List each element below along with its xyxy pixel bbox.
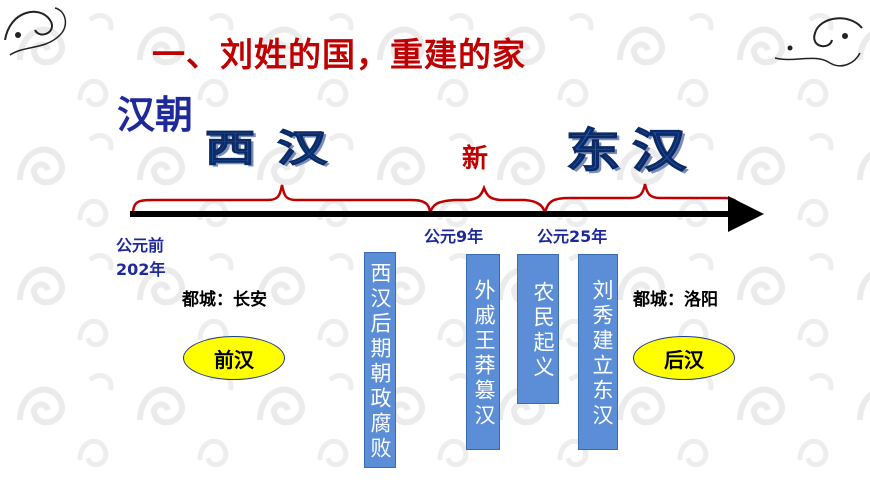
bracket-donghan xyxy=(543,183,743,215)
event-box-liuxiu: 刘秀建立东汉 xyxy=(578,254,618,450)
bracket-xin xyxy=(428,184,547,215)
corner-ornament-left-icon xyxy=(4,7,67,56)
era-label-donghan: 东汉 xyxy=(565,123,698,178)
capital-west: 都城：长安 xyxy=(182,290,267,310)
event-text-uprising: 农民起义 xyxy=(531,281,555,381)
date-ad25: 公元25年 xyxy=(537,227,608,246)
era-label-xin: 新 xyxy=(462,144,489,174)
page-title: 一、刘姓的国，重建的家 xyxy=(152,35,526,74)
bracket-xihan xyxy=(131,184,432,215)
era-label-xihan: 西汉 xyxy=(204,126,349,171)
event-text-liuxiu: 刘秀建立东汉 xyxy=(590,279,614,429)
event-text-wangmang: 外戚王莽篡汉 xyxy=(472,279,496,429)
oval-qianhan: 前汉 xyxy=(183,336,285,380)
event-box-corruption: 西汉后期朝政腐败 xyxy=(364,252,396,468)
event-text-corruption: 西汉后期朝政腐败 xyxy=(368,262,392,462)
timeline-brackets xyxy=(131,183,743,215)
event-box-uprising: 农民起义 xyxy=(517,254,559,404)
oval-qianhan-label: 前汉 xyxy=(214,347,254,372)
capital-east: 都城：洛阳 xyxy=(633,290,718,310)
event-box-wangmang: 外戚王莽篡汉 xyxy=(466,254,500,450)
oval-houhan-label: 后汉 xyxy=(664,347,704,372)
timeline-arrowhead-icon xyxy=(728,196,764,232)
corner-ornament-right-icon xyxy=(774,17,863,67)
oval-houhan: 后汉 xyxy=(633,336,735,380)
date-start-line2: 202年 xyxy=(116,260,166,279)
date-start-line1: 公元前 xyxy=(116,236,165,255)
date-ad9: 公元9年 xyxy=(424,227,484,246)
dynasty-heading: 汉朝 xyxy=(117,93,194,137)
